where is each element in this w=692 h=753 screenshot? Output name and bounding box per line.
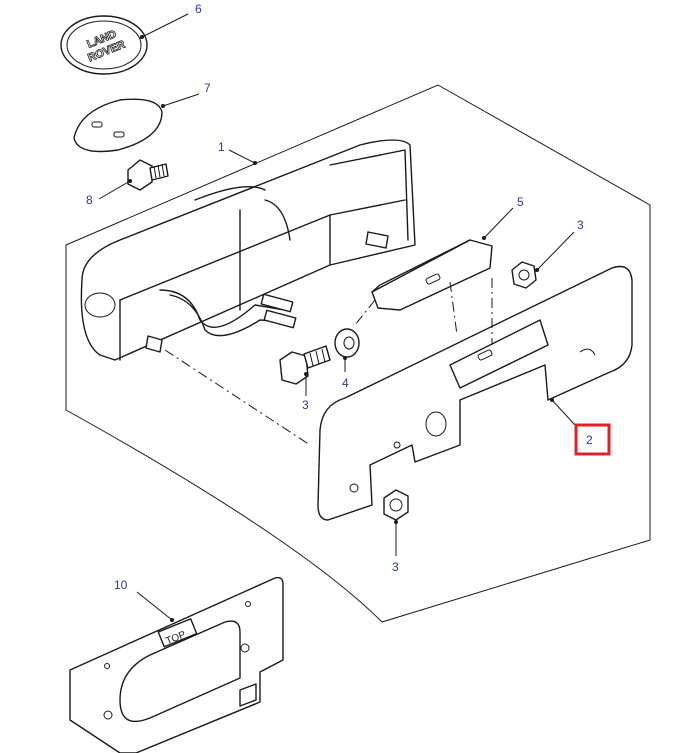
badge-part-7[interactable]: LAND ROVER — [60, 15, 148, 75]
pad-part-8[interactable] — [73, 98, 163, 153]
callout-4[interactable]: 3 — [302, 398, 309, 412]
callout-7[interactable]: 6 — [195, 2, 202, 16]
callout-1[interactable]: 1 — [218, 140, 225, 154]
callout-10[interactable]: 10 — [114, 578, 128, 592]
mounting-plate-part-2[interactable] — [317, 265, 633, 521]
bracket-part-6[interactable] — [371, 239, 493, 311]
leader-lines — [98, 13, 576, 622]
alignment-line-bracket-2 — [449, 281, 458, 336]
alignment-line-bracket — [354, 299, 376, 326]
nut-part-3-upper[interactable] — [511, 261, 537, 289]
callout-8[interactable]: 7 — [204, 81, 211, 95]
callout-3-lower[interactable]: 3 — [392, 560, 399, 574]
alignment-line-left — [164, 349, 311, 446]
callout-3-upper[interactable]: 3 — [577, 218, 584, 232]
lamp-housing-part-1[interactable] — [80, 139, 416, 361]
nut-part-3-lower[interactable] — [383, 489, 409, 521]
callout-2[interactable]: 2 — [586, 433, 593, 447]
stud-part-9[interactable] — [127, 159, 169, 191]
assembly-outline — [65, 84, 651, 623]
plate-base-part-10[interactable]: TOP — [69, 576, 284, 753]
callout-9[interactable]: 8 — [86, 193, 93, 207]
bolt-part-4[interactable] — [279, 345, 331, 385]
washer-part-5[interactable] — [334, 328, 360, 358]
callout-5[interactable]: 4 — [342, 376, 349, 390]
highlight-box-callout-2 — [574, 423, 611, 456]
callout-6[interactable]: 5 — [517, 195, 524, 209]
